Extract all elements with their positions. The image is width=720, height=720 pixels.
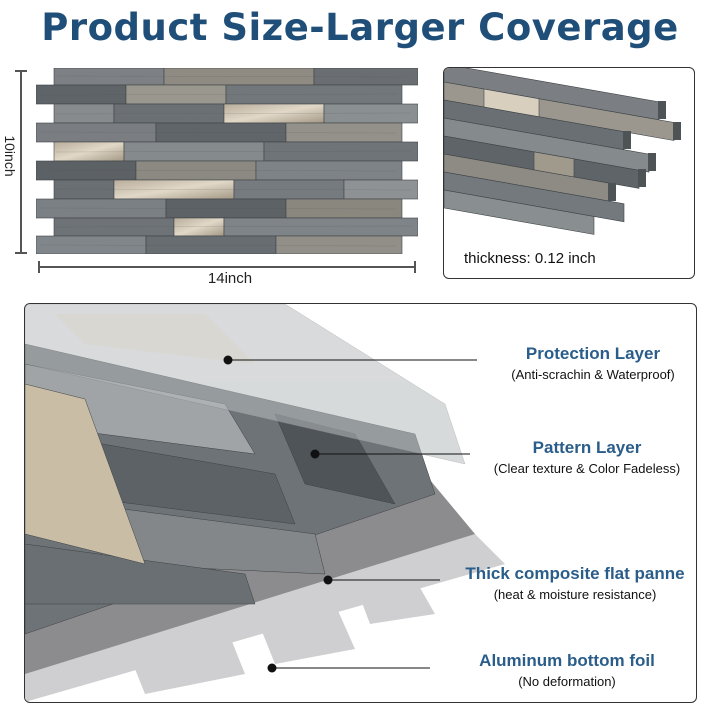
aluminum-foil-title: Aluminum bottom foil xyxy=(479,651,655,670)
page-title: Product Size-Larger Coverage xyxy=(41,6,679,49)
aluminum-foil-subtitle: (No deformation) xyxy=(518,674,616,689)
layer-diagram-box: Protection Layer (Anti-scrachin & Waterp… xyxy=(24,303,697,703)
composite-panel-title: Thick composite flat panne xyxy=(465,564,685,583)
pattern-layer-title: Pattern Layer xyxy=(532,438,642,457)
width-dimension-label: 14inch xyxy=(207,270,253,287)
thickness-label: thickness: 0.12 inch xyxy=(464,250,596,267)
protection-layer-subtitle: (Anti-scrachin & Waterproof) xyxy=(511,367,675,382)
protection-layer-title: Protection Layer xyxy=(525,344,661,363)
tile-panel-front-image xyxy=(36,68,418,254)
width-dimension-line xyxy=(38,261,416,273)
tile-panel-angled-image xyxy=(444,68,681,235)
layer-stack-image xyxy=(25,304,505,702)
height-dimension-line xyxy=(15,70,27,254)
composite-panel-subtitle: (heat & moisture resistance) xyxy=(493,587,657,602)
pattern-layer-subtitle: (Clear texture & Color Fadeless) xyxy=(493,461,681,476)
height-dimension-label: 10inch xyxy=(2,135,18,177)
thickness-box: thickness: 0.12 inch xyxy=(443,67,695,279)
